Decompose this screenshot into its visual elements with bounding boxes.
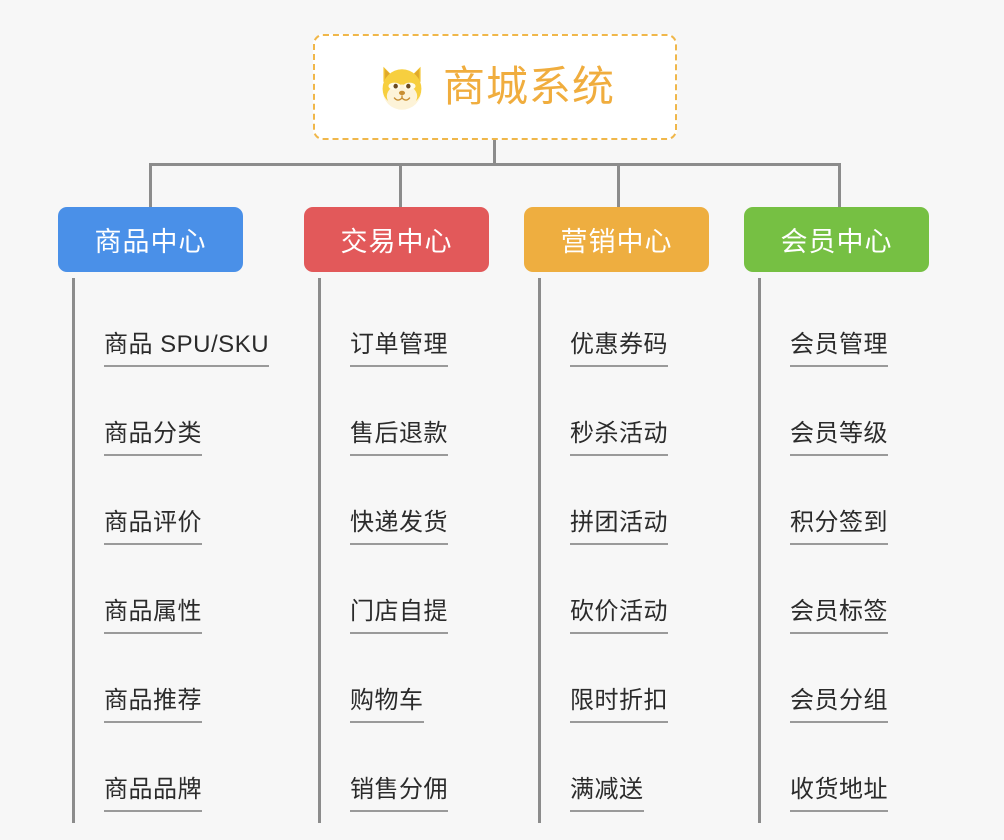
leaf-label: 快递发货 <box>350 511 448 545</box>
leaf-list-member-center: 会员管理 会员等级 积分签到 会员标签 会员分组 收货地址 <box>718 278 948 823</box>
list-item[interactable]: 商品评价 <box>58 456 288 545</box>
leaf-label: 会员等级 <box>790 422 888 456</box>
list-item[interactable]: 门店自提 <box>278 545 508 634</box>
list-item[interactable]: 快递发货 <box>278 456 508 545</box>
category-header-marketing-center[interactable]: 营销中心 <box>524 207 709 272</box>
leaf-label: 商品属性 <box>104 600 202 634</box>
category-header-product-center[interactable]: 商品中心 <box>58 207 243 272</box>
list-item[interactable]: 秒杀活动 <box>498 367 728 456</box>
list-item[interactable]: 售后退款 <box>278 367 508 456</box>
leaf-label: 优惠券码 <box>570 333 668 367</box>
branch-marketing-center: 营销中心 优惠券码 秒杀活动 拼团活动 砍价活动 限时折扣 满减送 <box>498 207 728 823</box>
list-item[interactable]: 满减送 <box>498 723 728 812</box>
list-item[interactable]: 商品品牌 <box>58 723 288 812</box>
shiba-dog-icon <box>382 66 422 110</box>
leaf-label: 收货地址 <box>790 778 888 812</box>
list-item[interactable]: 收货地址 <box>718 723 948 812</box>
leaf-label: 购物车 <box>350 689 424 723</box>
list-item[interactable]: 会员分组 <box>718 634 948 723</box>
connector-drop-member-center <box>838 163 841 209</box>
branch-trade-center: 交易中心 订单管理 售后退款 快递发货 门店自提 购物车 销售分佣 <box>278 207 508 823</box>
leaf-label: 满减送 <box>570 778 644 812</box>
list-item[interactable]: 购物车 <box>278 634 508 723</box>
connector-drop-marketing-center <box>617 163 620 209</box>
leaf-label: 砍价活动 <box>570 600 668 634</box>
leaf-label: 会员分组 <box>790 689 888 723</box>
list-item[interactable]: 商品 SPU/SKU <box>58 278 288 367</box>
list-item[interactable]: 限时折扣 <box>498 634 728 723</box>
connector-horizontal-bus <box>149 163 841 166</box>
leaf-label: 商品评价 <box>104 511 202 545</box>
leaf-list-marketing-center: 优惠券码 秒杀活动 拼团活动 砍价活动 限时折扣 满减送 <box>498 278 728 823</box>
list-item[interactable]: 订单管理 <box>278 278 508 367</box>
list-item[interactable]: 会员等级 <box>718 367 948 456</box>
list-item[interactable]: 会员标签 <box>718 545 948 634</box>
leaf-label: 秒杀活动 <box>570 422 668 456</box>
list-item[interactable]: 会员管理 <box>718 278 948 367</box>
leaf-label: 售后退款 <box>350 422 448 456</box>
leaf-label: 商品推荐 <box>104 689 202 723</box>
leaf-label: 订单管理 <box>350 333 448 367</box>
connector-drop-trade-center <box>399 163 402 209</box>
list-item[interactable]: 拼团活动 <box>498 456 728 545</box>
leaf-label: 会员标签 <box>790 600 888 634</box>
leaf-label: 积分签到 <box>790 511 888 545</box>
root-node[interactable]: 商城系统 <box>313 34 677 140</box>
leaf-list-product-center: 商品 SPU/SKU 商品分类 商品评价 商品属性 商品推荐 商品品牌 <box>58 278 288 823</box>
leaf-label: 商品品牌 <box>104 778 202 812</box>
list-item[interactable]: 商品分类 <box>58 367 288 456</box>
leaf-label: 会员管理 <box>790 333 888 367</box>
branch-product-center: 商品中心 商品 SPU/SKU 商品分类 商品评价 商品属性 商品推荐 商品品牌 <box>58 207 288 823</box>
list-item[interactable]: 积分签到 <box>718 456 948 545</box>
leaf-list-trade-center: 订单管理 售后退款 快递发货 门店自提 购物车 销售分佣 <box>278 278 508 823</box>
list-item[interactable]: 砍价活动 <box>498 545 728 634</box>
category-header-member-center[interactable]: 会员中心 <box>744 207 929 272</box>
leaf-label: 商品 SPU/SKU <box>104 333 270 367</box>
connector-drop-product-center <box>149 163 152 209</box>
list-item[interactable]: 商品属性 <box>58 545 288 634</box>
root-title: 商城系统 <box>442 63 615 110</box>
list-item[interactable]: 销售分佣 <box>278 723 508 812</box>
leaf-label: 销售分佣 <box>350 778 448 812</box>
leaf-label: 限时折扣 <box>570 689 668 723</box>
connector-root-stem <box>493 140 496 164</box>
list-item[interactable]: 商品推荐 <box>58 634 288 723</box>
leaf-label: 拼团活动 <box>570 511 668 545</box>
category-header-trade-center[interactable]: 交易中心 <box>304 207 489 272</box>
leaf-label: 商品分类 <box>104 422 202 456</box>
branch-member-center: 会员中心 会员管理 会员等级 积分签到 会员标签 会员分组 收货地址 <box>718 207 948 823</box>
list-item[interactable]: 优惠券码 <box>498 278 728 367</box>
leaf-label: 门店自提 <box>350 600 448 634</box>
